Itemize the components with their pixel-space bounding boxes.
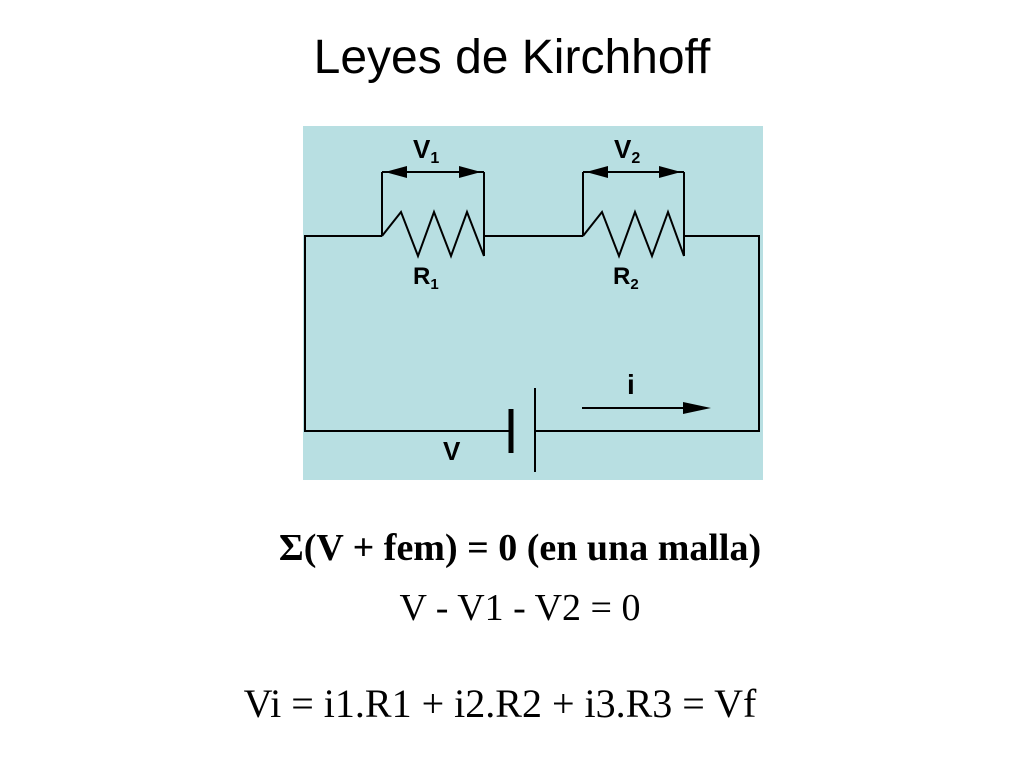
circuit-diagram: V1 V2 R1 R2 i V xyxy=(303,126,763,480)
v1-label: V1 xyxy=(413,134,439,167)
v2-arrow xyxy=(583,166,684,178)
r2-label: R2 xyxy=(613,263,639,293)
v2-label: V2 xyxy=(614,134,640,167)
series-equation: Vi = i1.R1 + i2.R2 + i3.R3 = Vf xyxy=(243,681,757,726)
r1-label: R1 xyxy=(413,263,439,293)
diagram-background xyxy=(303,126,763,480)
current-label: i xyxy=(627,369,635,400)
source-voltage-label: V xyxy=(443,436,461,466)
v1-arrow xyxy=(382,166,484,178)
resistor-r2 xyxy=(582,172,685,259)
battery-symbol xyxy=(508,388,536,472)
r2-subscript: 2 xyxy=(630,276,638,293)
mesh-equation: V - V1 - V2 = 0 xyxy=(399,587,641,629)
current-arrow xyxy=(582,402,711,414)
slide-title: Leyes de Kirchhoff xyxy=(313,31,711,84)
resistor-r1 xyxy=(381,172,485,259)
v1-subscript: 1 xyxy=(430,150,439,167)
r1-subscript: 1 xyxy=(430,276,438,293)
kirchhoff-voltage-law: Σ(V + fem) = 0 (en una malla) xyxy=(278,527,762,569)
v2-subscript: 2 xyxy=(631,150,640,167)
circuit-wires xyxy=(304,235,760,432)
